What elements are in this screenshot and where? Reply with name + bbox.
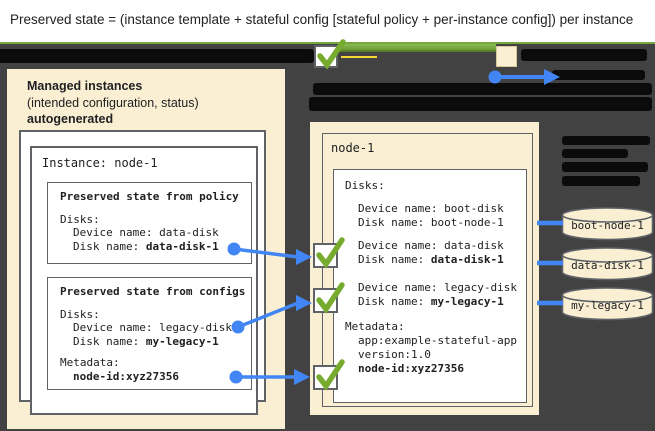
cylinder-icon — [561, 207, 654, 241]
disks-label: Disks: — [345, 179, 385, 192]
cylinder-icon — [561, 287, 654, 321]
metadata-label: Metadata: — [60, 356, 120, 369]
redacted-text-bar — [562, 162, 648, 172]
vm-state-box: Disks: Device name: boot-disk Disk name:… — [333, 169, 527, 403]
panel-title: Managed instances — [27, 79, 143, 93]
redacted-text-bar — [562, 176, 640, 186]
checkmark-box — [314, 45, 338, 68]
preserved-state-policy-box: Preserved state from policy Disks: Devic… — [47, 182, 252, 264]
device-name-line: Device name: legacy-disk — [73, 321, 232, 334]
legacy-device-line: Device name: legacy-disk — [358, 281, 517, 294]
green-arrow-bar — [338, 44, 496, 52]
template-legend-swatch — [496, 46, 517, 67]
redacted-text-bar — [313, 83, 652, 95]
disk-label: data-disk-1 — [571, 259, 644, 272]
checkmark-box-legacy-disk — [313, 288, 338, 313]
disk-label: my-legacy-1 — [571, 299, 644, 312]
redacted-text-bar — [562, 149, 628, 158]
boot-disk-line: Disk name: boot-node-1 — [358, 216, 504, 229]
boot-device-line: Device name: boot-disk — [358, 202, 504, 215]
redacted-text-bar — [309, 97, 652, 111]
cylinder-icon — [561, 247, 654, 281]
disk-cylinder-boot: boot-node-1 — [561, 207, 654, 241]
redacted-text-bar — [562, 136, 650, 145]
metadata-label: Metadata: — [345, 320, 405, 333]
checkmark-box-data-disk — [313, 243, 338, 268]
disk-cylinder-data: data-disk-1 — [561, 247, 654, 281]
yellow-accent-line — [341, 56, 377, 58]
redacted-text-bar — [0, 49, 314, 63]
metadata-version-line: version:1.0 — [358, 348, 431, 361]
disk-cylinder-legacy: my-legacy-1 — [561, 287, 654, 321]
panel-subtitle: (intended configuration, status) — [27, 95, 199, 110]
preserved-state-configs-box: Preserved state from configs Disks: Devi… — [47, 277, 252, 390]
legacy-disk-value: my-legacy-1 — [430, 295, 504, 308]
redacted-text-bar — [521, 49, 647, 61]
disk-name-line: Disk name: data-disk-1 — [73, 239, 219, 253]
configs-box-title: Preserved state from configs — [60, 285, 246, 298]
vm-node-title: node-1 — [331, 141, 375, 155]
disks-label: Disks: — [60, 307, 100, 321]
disks-label: Disks: — [60, 212, 100, 226]
instance-card-title: Instance: node-1 — [42, 156, 158, 170]
data-disk-value: data-disk-1 — [430, 253, 504, 266]
formula-text: Preserved state = (instance template + s… — [10, 12, 634, 27]
data-device-line: Device name: data-disk — [358, 239, 504, 252]
disk-name-line: Disk name: my-legacy-1 — [73, 334, 219, 348]
panel-subtitle2: autogenerated — [27, 112, 114, 126]
disk-link-line — [537, 220, 563, 306]
checkmark-box-node-id — [313, 365, 338, 390]
disk-name-value: data-disk-1 — [145, 239, 219, 253]
legacy-disk-line: Disk name: my-legacy-1 — [358, 295, 504, 308]
redacted-text-bar — [552, 70, 645, 80]
device-name-line: Device name: data-disk — [73, 226, 219, 239]
data-disk-line: Disk name: data-disk-1 — [358, 253, 504, 266]
disk-label: boot-node-1 — [571, 219, 644, 232]
disk-name-value: my-legacy-1 — [145, 334, 219, 348]
metadata-value: node-id:xyz27356 — [73, 369, 179, 383]
managed-instances-heading: Managed instances (intended configuratio… — [27, 78, 267, 128]
metadata-node-line: node-id:xyz27356 — [358, 362, 464, 375]
policy-box-title: Preserved state from policy — [60, 190, 239, 203]
metadata-app-line: app:example-stateful-app — [358, 334, 517, 347]
